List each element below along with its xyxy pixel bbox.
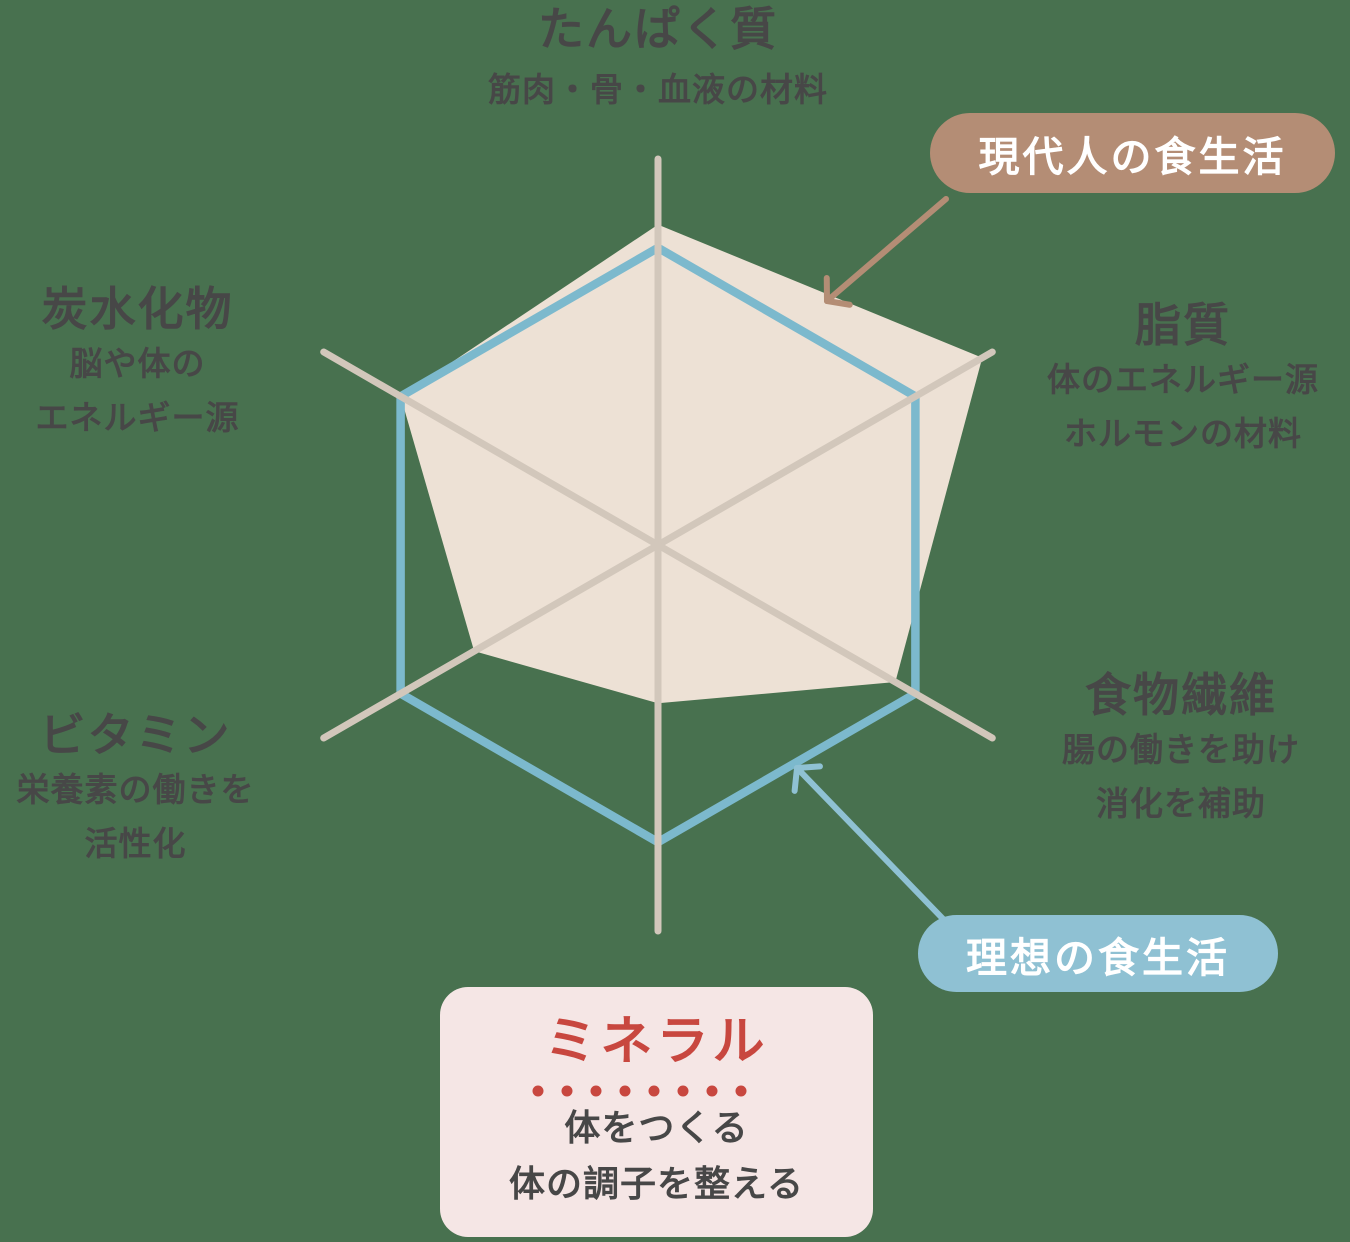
fiber-desc-1: 腸の働きを助け (1062, 730, 1300, 770)
ideal-annotation-arrow (791, 763, 949, 925)
modern-diet-label: 現代人の食生活 (978, 133, 1287, 181)
vitamin-desc-1: 栄養素の働きを (16, 770, 255, 810)
modern-diet-area (400, 224, 983, 704)
fat-title: 脂質 (1135, 298, 1231, 352)
carbohydrate-title: 炭水化物 (41, 282, 234, 336)
protein-title: たんぱく質 (538, 2, 778, 56)
dotted-divider (532, 1085, 775, 1097)
fat-desc-1: 体のエネルギー源 (1047, 360, 1319, 400)
carbohydrate-desc-1: 脳や体の (69, 344, 206, 384)
fiber-desc-2: 消化を補助 (1096, 783, 1266, 823)
legend-pill-ideal-diet: 理想の食生活 (918, 915, 1278, 992)
vitamin-desc-2: 活性化 (84, 823, 187, 863)
fat-desc-2: ホルモンの材料 (1064, 413, 1302, 453)
axis-spokes (320, 155, 996, 935)
ideal-diet-label: 理想の食生活 (966, 933, 1230, 982)
mineral-title: ミネラル (544, 1012, 769, 1072)
carbohydrate-desc-2: エネルギー源 (35, 397, 240, 437)
axis-label-carbohydrate: 炭水化物 脳や体の エネルギー源 (5, 282, 270, 444)
axis-label-fat: 脂質 体のエネルギー源 ホルモンの材料 (1022, 298, 1344, 460)
vitamin-title: ビタミン (39, 708, 232, 762)
axis-label-protein: たんぱく質 筋肉・骨・血液の材料 (358, 2, 958, 117)
fiber-title: 食物繊維 (1085, 668, 1277, 722)
axis-label-vitamin: ビタミン 栄養素の働きを 活性化 (3, 708, 268, 870)
mineral-desc-2: 体の調子を整える (509, 1163, 804, 1205)
mineral-desc-1: 体をつくる (564, 1107, 749, 1149)
mineral-callout-box: ミネラル 体をつくる 体の調子を整える (440, 987, 873, 1237)
axis-label-fiber: 食物繊維 腸の働きを助け 消化を補助 (1022, 668, 1340, 830)
protein-desc: 筋肉・骨・血液の材料 (488, 70, 828, 110)
modern-annotation-arrow (823, 196, 949, 308)
legend-pill-modern-diet: 現代人の食生活 (930, 113, 1335, 193)
